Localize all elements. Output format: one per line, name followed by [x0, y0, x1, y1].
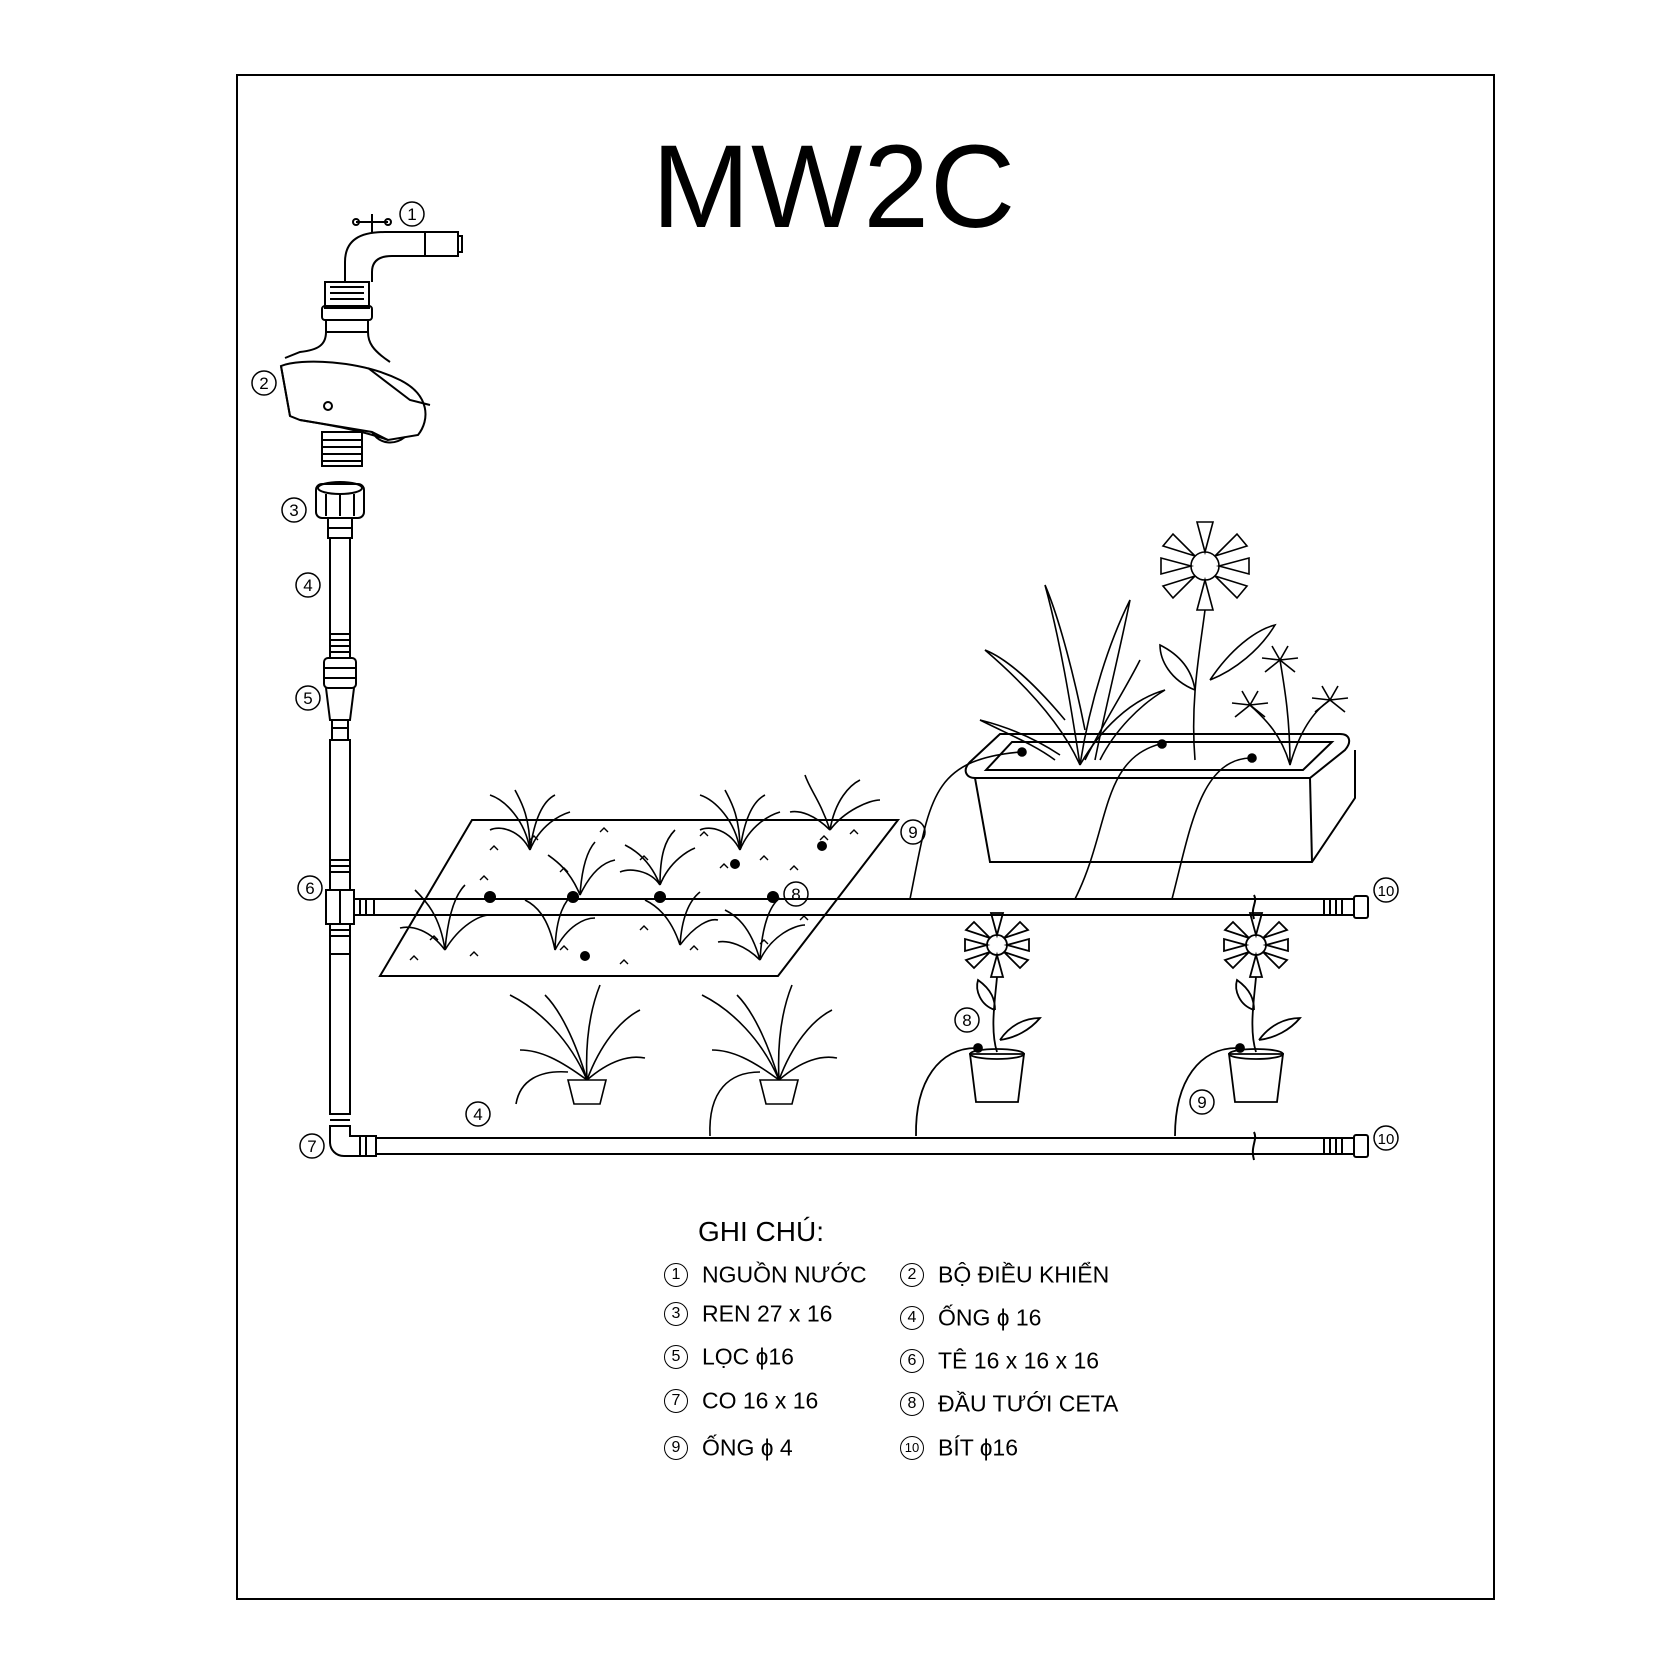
legend-number: 2 — [900, 1262, 924, 1287]
legend-label: BÍT ɸ16 — [938, 1434, 1018, 1461]
legend-label: ỐNG ɸ 4 — [702, 1434, 793, 1461]
callout-2: 2 — [259, 374, 268, 393]
legend-number: 7 — [664, 1388, 688, 1413]
callout-8a: 8 — [791, 885, 800, 904]
legend-label: TÊ 16 x 16 x 16 — [938, 1347, 1100, 1374]
legend-label: REN 27 x 16 — [702, 1300, 833, 1327]
legend-label: ĐẦU TƯỚI CETA — [938, 1390, 1119, 1417]
callout-labels: 1 2 3 4 5 6 7 8 8 9 9 10 10 4 — [259, 205, 1394, 1156]
filter-icon — [323, 657, 357, 741]
legend-label: ỐNG ɸ 16 — [938, 1304, 1042, 1331]
callout-7: 7 — [307, 1137, 316, 1156]
legend-item: 1 NGUỒN NƯỚC — [664, 1262, 867, 1287]
legend-item: 6 TÊ 16 x 16 x 16 — [900, 1348, 1099, 1373]
legend-number: 8 — [900, 1391, 924, 1416]
legend-label: LỌC ɸ16 — [702, 1343, 794, 1370]
callout-markers — [251, 201, 1399, 1159]
callout-1: 1 — [407, 205, 416, 224]
dripper-icon — [484, 841, 827, 961]
callout-5: 5 — [303, 689, 312, 708]
callout-10a: 10 — [1378, 883, 1395, 900]
callout-6: 6 — [305, 879, 314, 898]
legend-number: 6 — [900, 1348, 924, 1373]
callout-8b: 8 — [962, 1011, 971, 1030]
thread-adapter-icon — [315, 481, 365, 539]
potted-palm-2 — [701, 984, 838, 1137]
plant-icon — [399, 774, 881, 961]
legend-number: 10 — [900, 1435, 924, 1460]
potted-palm-1 — [509, 984, 646, 1105]
callout-3: 3 — [289, 501, 298, 520]
legend-heading: GHI CHÚ: — [698, 1216, 824, 1247]
legend-item: 2 BỘ ĐIỀU KHIỂN — [900, 1262, 1109, 1287]
legend-label: NGUỒN NƯỚC — [702, 1261, 867, 1288]
main-pipe — [329, 537, 351, 659]
plant-icon — [979, 521, 1349, 766]
diagram-title: MW2C — [651, 121, 1017, 253]
legend-label: BỘ ĐIỀU KHIỂN — [938, 1261, 1110, 1288]
controller-icon — [279, 331, 431, 467]
legend-item: 4 ỐNG ɸ 16 — [900, 1305, 1041, 1330]
legend-number: 1 — [664, 1262, 688, 1287]
diagram-frame — [236, 74, 1495, 1600]
legend-item: 7 CO 16 x 16 — [664, 1388, 818, 1413]
callout-9b: 9 — [1197, 1093, 1206, 1112]
upper-pipe — [353, 894, 1369, 920]
legend-number: 3 — [664, 1301, 688, 1326]
legend-item: 3 REN 27 x 16 — [664, 1301, 832, 1326]
legend-item: 8 ĐẦU TƯỚI CETA — [900, 1391, 1118, 1416]
potted-flower-1 — [915, 912, 1042, 1137]
lower-pipe — [359, 1131, 1369, 1161]
faucet-icon — [344, 214, 463, 282]
callout-10b: 10 — [1378, 1131, 1395, 1148]
legend-item: 5 LỌC ɸ16 — [664, 1344, 794, 1369]
callout-9a: 9 — [908, 823, 917, 842]
garden-bed — [378, 819, 901, 977]
vertical-pipe-lower — [325, 739, 361, 1157]
micro-tube — [909, 739, 1257, 900]
legend-item: 10 BÍT ɸ16 — [900, 1435, 1018, 1460]
legend-number: 4 — [900, 1305, 924, 1330]
legend-item: 9 ỐNG ɸ 4 — [664, 1435, 793, 1460]
potted-flower-2 — [1174, 912, 1302, 1137]
callout-4: 4 — [303, 576, 312, 595]
coupling-nut-icon — [321, 281, 373, 333]
planter-box — [964, 733, 1356, 863]
legend-label: CO 16 x 16 — [702, 1387, 819, 1414]
legend-number: 9 — [664, 1435, 688, 1460]
callout-4b: 4 — [473, 1105, 482, 1124]
legend-number: 5 — [664, 1344, 688, 1369]
